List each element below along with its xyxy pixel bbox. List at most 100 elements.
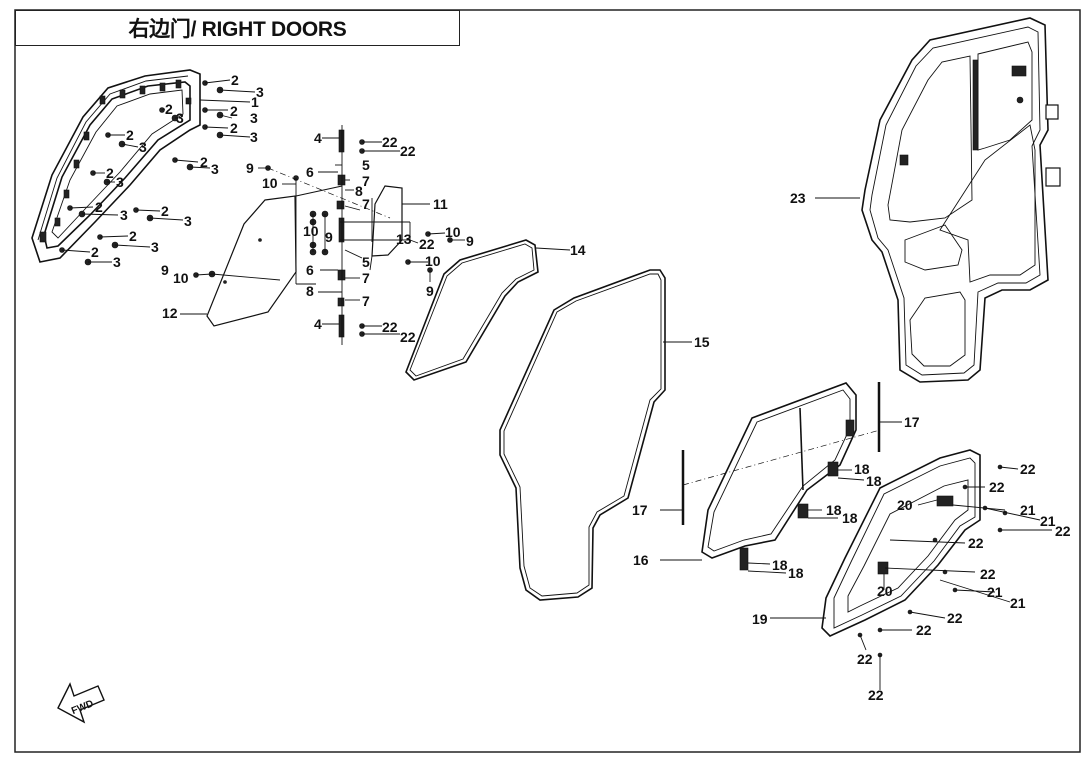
callout-10: 10 (262, 175, 278, 191)
callout-10: 10 (303, 223, 319, 239)
callout-6: 6 (306, 262, 314, 278)
callout-22: 22 (916, 622, 932, 638)
callout-1: 1 (251, 94, 259, 110)
callout-18: 18 (842, 510, 858, 526)
callout-11: 11 (433, 196, 448, 212)
callout-9: 9 (466, 233, 474, 249)
door-seal (499, 269, 666, 601)
callout-3: 3 (139, 139, 147, 155)
callout-23: 23 (790, 190, 806, 206)
glass-panel-left (206, 195, 297, 327)
callout-9: 9 (161, 262, 169, 278)
callout-22: 22 (419, 236, 435, 252)
callout-10: 10 (445, 224, 461, 240)
callout-22: 22 (382, 134, 398, 150)
callout-5: 5 (362, 157, 370, 173)
callout-22: 22 (857, 651, 873, 667)
callout-3: 3 (184, 213, 192, 229)
callout-6: 6 (306, 164, 314, 180)
lower-door-panel (821, 449, 981, 637)
inner-frame-leaders (660, 421, 902, 574)
callout-3: 3 (176, 110, 184, 126)
callout-8: 8 (306, 283, 314, 299)
callout-22: 22 (382, 319, 398, 335)
callout-22: 22 (868, 687, 884, 703)
callout-2: 2 (106, 165, 114, 181)
callout-21: 21 (1040, 513, 1056, 529)
callout-21: 21 (1020, 502, 1036, 518)
callout-labels: 2 3 2 1 2 3 3 2 3 2 3 2 3 2 3 2 3 2 3 2 … (91, 72, 1071, 703)
callout-2: 2 (126, 127, 134, 143)
lower-panel-leaders (770, 466, 1052, 690)
callout-22: 22 (1020, 461, 1036, 477)
callout-17: 17 (632, 502, 648, 518)
callout-13: 13 (396, 231, 412, 247)
door-assembly (861, 17, 1061, 383)
callout-16: 16 (633, 552, 649, 568)
callout-2: 2 (230, 103, 238, 119)
callout-20: 20 (877, 583, 893, 599)
callout-7: 7 (362, 196, 370, 212)
forward-arrow-icon: FWD (57, 682, 105, 724)
callout-3: 3 (151, 239, 159, 255)
callout-3: 3 (250, 129, 258, 145)
frame-leaders (61, 79, 256, 263)
trim-strips (681, 382, 881, 525)
callout-9: 9 (325, 229, 333, 245)
callout-2: 2 (95, 199, 103, 215)
callout-22: 22 (989, 479, 1005, 495)
callout-17: 17 (904, 414, 920, 430)
callout-19: 19 (752, 611, 768, 627)
callout-3: 3 (116, 174, 124, 190)
callout-18: 18 (772, 557, 788, 573)
callout-2: 2 (230, 120, 238, 136)
callout-18: 18 (788, 565, 804, 581)
callout-20: 20 (897, 497, 913, 513)
callout-10: 10 (173, 270, 189, 286)
callout-22: 22 (980, 566, 996, 582)
callout-2: 2 (161, 203, 169, 219)
callout-9: 9 (426, 283, 434, 299)
callout-2: 2 (200, 154, 208, 170)
lower-panel-fasteners (857, 464, 1008, 658)
callout-18: 18 (866, 473, 882, 489)
seal-leader (535, 247, 571, 251)
callout-14: 14 (570, 242, 586, 258)
callout-22: 22 (968, 535, 984, 551)
callout-22: 22 (947, 610, 963, 626)
callout-21: 21 (1010, 595, 1026, 611)
callout-15: 15 (694, 334, 710, 350)
callout-5: 5 (362, 254, 370, 270)
callout-2: 2 (231, 72, 239, 88)
callout-10: 10 (425, 253, 441, 269)
callout-8: 8 (355, 183, 363, 199)
callout-2: 2 (129, 228, 137, 244)
diagram-border (14, 9, 1081, 753)
callout-22: 22 (400, 143, 416, 159)
callout-4: 4 (314, 316, 322, 332)
callout-2: 2 (165, 101, 173, 117)
callout-7: 7 (362, 270, 370, 286)
callout-3: 3 (256, 84, 264, 100)
callout-21: 21 (987, 584, 1003, 600)
callout-7: 7 (362, 173, 370, 189)
callout-3: 3 (113, 254, 121, 270)
glass-panel-small (371, 185, 403, 257)
callout-22: 22 (400, 329, 416, 345)
callout-3: 3 (211, 161, 219, 177)
callout-9: 9 (246, 160, 254, 176)
callout-4: 4 (314, 130, 322, 146)
callout-18: 18 (826, 502, 842, 518)
callout-3: 3 (120, 207, 128, 223)
upper-window-frame (31, 69, 201, 263)
callout-22: 22 (1055, 523, 1071, 539)
callout-18: 18 (854, 461, 870, 477)
callout-2: 2 (91, 244, 99, 260)
hinge-leaders (180, 125, 465, 345)
inner-door-frame (701, 382, 857, 571)
callout-7: 7 (362, 293, 370, 309)
callout-12: 12 (162, 305, 178, 321)
callout-3: 3 (250, 110, 258, 126)
window-seal (405, 239, 539, 381)
